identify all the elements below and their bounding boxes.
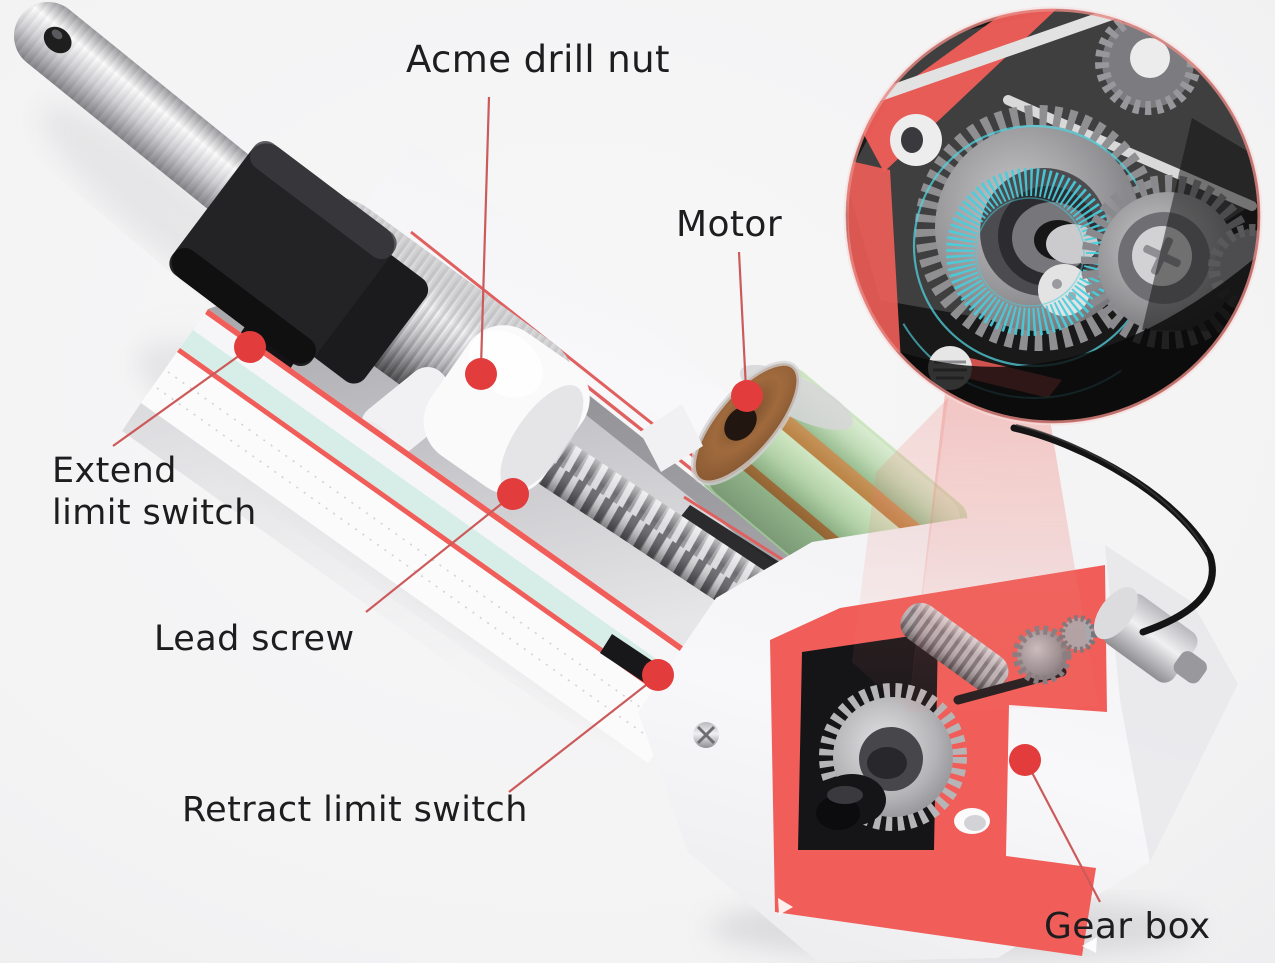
output-shaft xyxy=(816,774,886,830)
callout-dots xyxy=(234,331,1041,776)
end-shaft xyxy=(1093,587,1207,684)
leader-retract-limit-switch xyxy=(508,677,656,793)
label-extend-line2: limit switch xyxy=(52,493,257,533)
label-lead-screw: Lead screw xyxy=(154,619,355,659)
mint-slide xyxy=(180,330,700,708)
label-gear-box: Gear box xyxy=(1044,906,1211,947)
motor-front-mount xyxy=(640,404,703,472)
power-cable xyxy=(1010,424,1216,636)
callout-dot-motor xyxy=(731,380,763,412)
callout-dot-gear-box xyxy=(1009,744,1041,776)
leader-extend-limit-switch xyxy=(112,349,248,447)
leader-gear-box xyxy=(1026,762,1101,903)
leader-lead-screw xyxy=(365,496,511,613)
zoom-inset xyxy=(843,6,1263,426)
callout-dot-retract-limit-switch xyxy=(642,659,674,691)
leader-lines xyxy=(112,96,1101,903)
lower-rail xyxy=(122,307,715,791)
rod-end-hole xyxy=(43,26,72,54)
rubber-collar xyxy=(169,140,429,384)
callout-dot-acme-drill-nut xyxy=(465,358,497,390)
callout-dot-lead-screw xyxy=(497,478,529,510)
piston-rod xyxy=(14,2,286,235)
housing-screw xyxy=(693,722,719,748)
label-retract-limit-switch: Retract limit switch xyxy=(182,790,528,830)
leader-acme-drill-nut xyxy=(479,96,491,368)
callout-dot-extend-limit-switch xyxy=(234,331,266,363)
motor-front-cap xyxy=(690,360,802,486)
leader-motor xyxy=(737,251,748,390)
label-extend-line1: Extend xyxy=(52,451,177,491)
label-motor: Motor xyxy=(676,204,783,245)
label-acme-drill-nut: Acme drill nut xyxy=(406,38,670,81)
label-extend-limit-switch: Extend limit switch xyxy=(52,450,257,534)
